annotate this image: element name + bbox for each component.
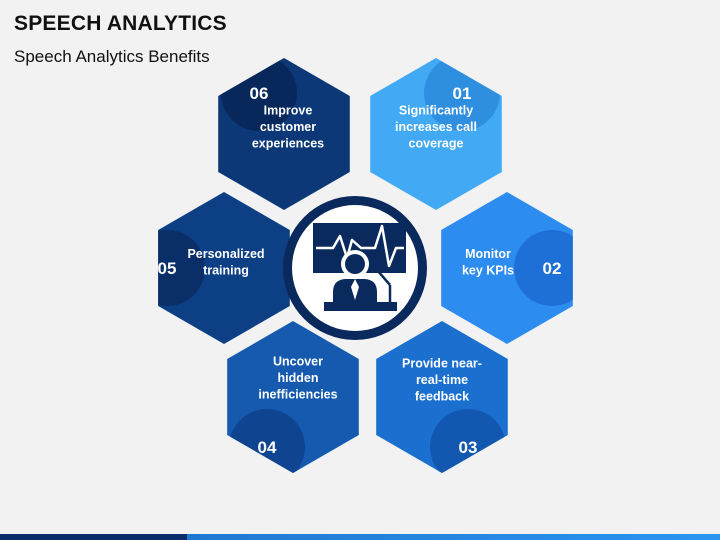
step-number: 04 <box>258 438 277 457</box>
benefit-label-line: inefficiencies <box>258 388 337 402</box>
footer-bar <box>0 534 720 540</box>
page-title: SPEECH ANALYTICS <box>14 12 227 35</box>
benefit-label-line: Monitor <box>465 247 511 261</box>
benefit-label-line: Improve <box>264 104 313 118</box>
speaker-monitor-icon <box>313 223 406 311</box>
benefit-label-line: feedback <box>415 390 469 404</box>
benefit-label-line: hidden <box>278 371 319 385</box>
step-number: 03 <box>459 438 478 457</box>
hexagon-shape <box>441 192 573 344</box>
benefit-label-line: Significantly <box>399 104 473 118</box>
benefit-label-line: training <box>203 263 249 277</box>
benefit-label-line: increases call <box>395 120 477 134</box>
benefit-label-line: coverage <box>409 137 464 151</box>
step-number: 01 <box>453 84 472 103</box>
benefit-label-line: real-time <box>416 373 468 387</box>
benefit-label-line: Personalized <box>187 247 264 261</box>
step-number: 02 <box>543 259 562 278</box>
benefit-hexagon-05: 05 Personalized training <box>158 192 290 344</box>
page-subtitle: Speech Analytics Benefits <box>14 47 210 66</box>
benefit-label-line: key KPIs <box>462 263 514 277</box>
step-number: 05 <box>158 259 177 278</box>
hexagon-shape <box>158 192 290 344</box>
number-badge-bg <box>514 230 573 306</box>
benefit-label-line: Uncover <box>273 355 323 369</box>
benefit-hexagon-04: 04 Uncover hidden inefficiencies <box>227 321 359 473</box>
step-number: 06 <box>250 84 269 103</box>
center-emblem <box>283 196 427 340</box>
benefit-hexagon-03: 03 Provide near-real-time feedback <box>376 321 508 473</box>
benefit-label-line: Provide near- <box>402 357 482 371</box>
benefit-hexagon-02: 02 Monitor key KPIs <box>441 192 573 344</box>
benefit-label-line: customer <box>260 120 316 134</box>
benefit-label-line: experiences <box>252 137 324 151</box>
number-badge-bg <box>158 230 205 306</box>
